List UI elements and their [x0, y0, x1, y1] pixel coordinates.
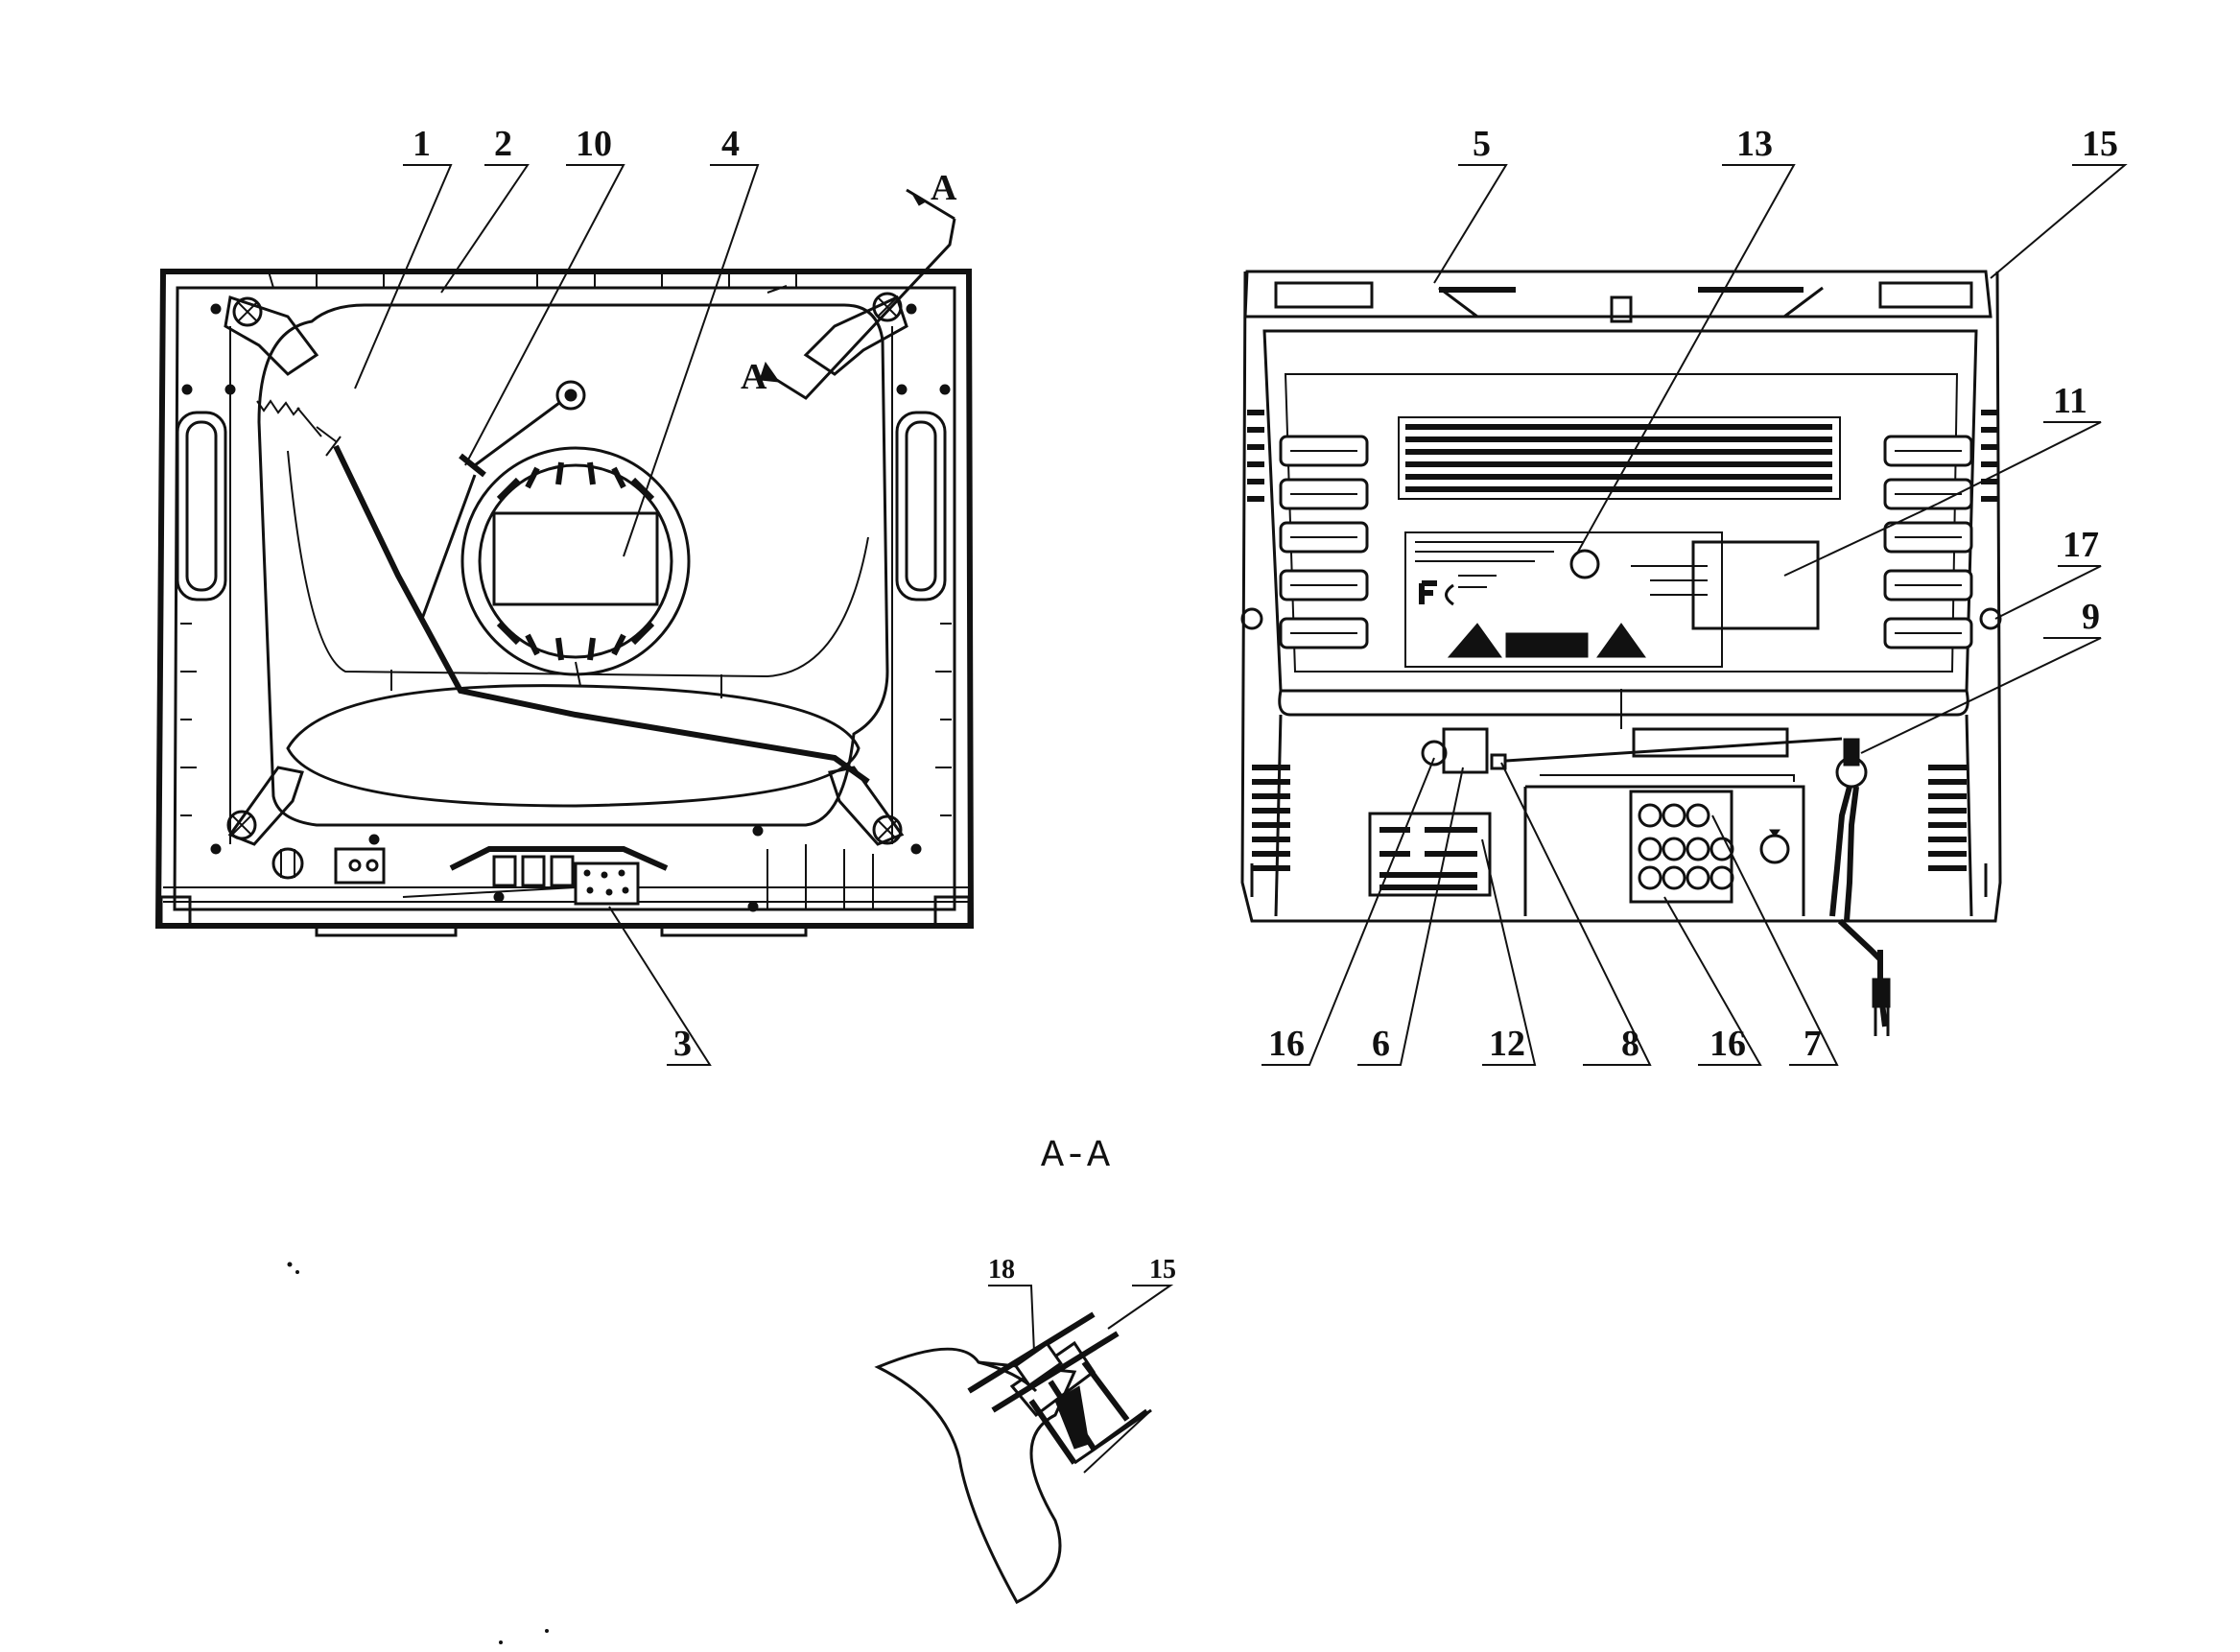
top-vent-grille [1398, 416, 1841, 500]
mounting-ear-top-right [803, 292, 908, 376]
label-17: 17 [2063, 525, 2099, 565]
label-9: 9 [2082, 597, 2100, 637]
label-15: 15 [2082, 124, 2118, 164]
label-13: 13 [1736, 124, 1773, 164]
ground-wire [256, 399, 870, 785]
left-view-chassis [154, 269, 975, 937]
label-3: 3 [673, 1024, 692, 1064]
label-2: 2 [494, 124, 512, 164]
screw-17 [1979, 607, 2002, 630]
side-vents [1247, 410, 1997, 871]
deflection-yoke [460, 446, 691, 687]
left-leaders [354, 164, 760, 1066]
model-label [1691, 540, 1820, 630]
label-6: 6 [1372, 1024, 1390, 1064]
section-arrow-a: A A [741, 168, 957, 400]
label-7: 7 [1804, 1024, 1822, 1064]
section-marker-upper: A [931, 168, 957, 208]
rating-label [1404, 531, 1723, 668]
label-12: 12 [1489, 1024, 1525, 1064]
bottom-board [271, 825, 874, 912]
label-10: 10 [576, 124, 612, 164]
screw-left [1240, 607, 1263, 630]
label-11: 11 [2053, 381, 2087, 421]
connector-panel [1523, 689, 1805, 916]
section-title: A-A [1041, 1135, 1110, 1178]
label-1: 1 [413, 124, 431, 164]
anode-cap [420, 380, 586, 620]
label-8: 8 [1621, 1024, 1639, 1064]
mounting-ear-top-left [224, 295, 319, 376]
label-18: 18 [988, 1255, 1015, 1285]
label-4: 4 [721, 124, 740, 164]
label-16-left: 16 [1268, 1024, 1305, 1064]
section-marker-lower: A [741, 357, 767, 397]
label-15-detail: 15 [1149, 1255, 1176, 1285]
right-view-cabinet [1240, 270, 2002, 1036]
label-16-right: 16 [1709, 1024, 1746, 1064]
crt-picture-tube [210, 292, 922, 855]
right-leaders [1261, 164, 2128, 1066]
mounting-ear-bottom-left [226, 766, 304, 846]
scan-specks [287, 1262, 549, 1644]
power-cord [1829, 738, 1891, 1036]
section-detail [874, 1285, 1174, 1604]
label-5: 5 [1473, 124, 1491, 164]
